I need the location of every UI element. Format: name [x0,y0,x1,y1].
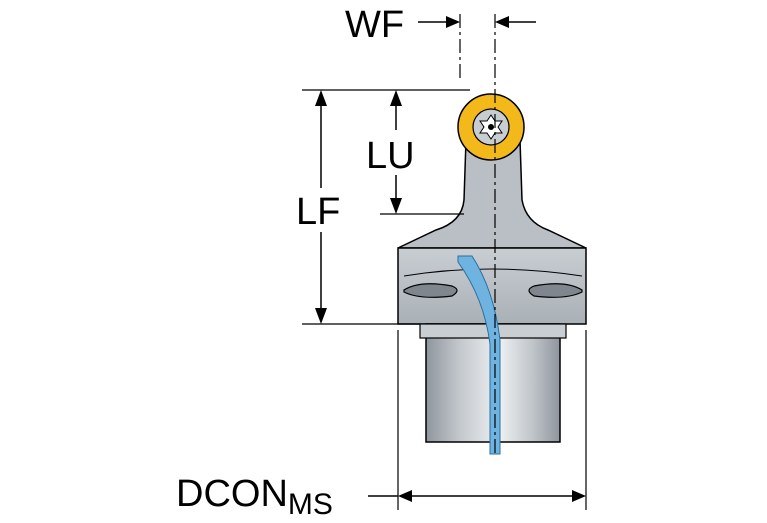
dim-wf [418,16,536,28]
label-wf: WF [345,4,404,46]
label-lu: LU [366,135,415,177]
label-dcon-ms: DCONMS [176,473,333,521]
label-dcon-sub: MS [288,488,333,521]
extension-lines [302,89,587,510]
label-lf: LF [296,191,340,233]
head-chamfer [403,268,583,277]
dim-lf [315,90,327,324]
centerlines [459,14,496,456]
dim-lu [390,90,402,214]
dim-dcon-ms [368,490,586,502]
tool-body [397,139,587,455]
flute-left [403,283,458,298]
insert [457,93,525,161]
screw-center [488,124,494,130]
flute-right [528,283,583,298]
label-dcon-main: DCON [176,473,288,515]
coolant-channel [457,255,501,455]
